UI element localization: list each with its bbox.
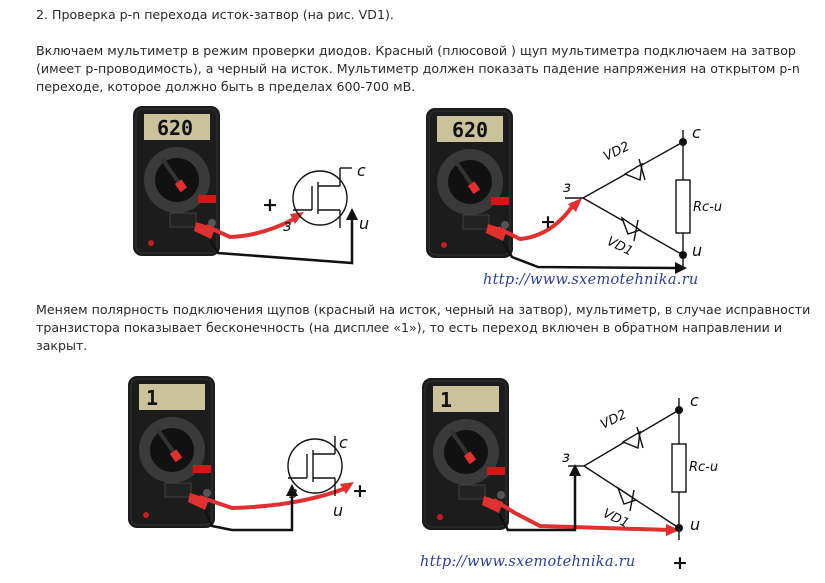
display-reading: 620 xyxy=(452,118,488,142)
plus-sign-3: + xyxy=(352,480,368,502)
lcd-display xyxy=(139,384,205,410)
lcd-display xyxy=(437,116,503,142)
drain-label-1: c xyxy=(357,161,366,180)
multimeter-2: 620 xyxy=(426,108,513,258)
lcd-display xyxy=(144,114,210,140)
section-heading: 2. Проверка p-n перехода исток-затвор (н… xyxy=(36,7,394,22)
equivalent-circuit-2 xyxy=(568,398,680,540)
watermark-1: http://www.sxemotehnika.ru xyxy=(483,272,699,288)
plus-sign-4: + xyxy=(672,552,688,574)
resistor-1 xyxy=(675,179,691,234)
drain-label-3: c xyxy=(339,433,348,452)
diode-vd2-label-2: VD2 xyxy=(598,407,629,432)
resistor-label: Rc-u xyxy=(693,200,722,215)
drain-label-2: c xyxy=(692,123,701,142)
multimeter-1: 620 xyxy=(133,106,220,256)
multimeter-3: 1 xyxy=(128,376,215,528)
black-probe-lead-4 xyxy=(497,474,577,532)
red-probe-lead-4 xyxy=(492,498,671,532)
source-label-3: u xyxy=(333,501,343,520)
source-label-4: u xyxy=(690,515,700,534)
lcd-display xyxy=(433,386,499,412)
plus-sign-2: + xyxy=(540,211,556,233)
black-probe-lead-3 xyxy=(203,494,294,532)
black-probe-lead-2 xyxy=(501,241,678,270)
source-label-2: u xyxy=(692,241,702,260)
drain-label-4: c xyxy=(690,391,699,410)
watermark-2: http://www.sxemotehnika.ru xyxy=(420,554,636,570)
display-reading: 620 xyxy=(157,116,193,140)
multimeter-4: 1 xyxy=(422,378,509,530)
diode-vd1-label: VD1 xyxy=(604,234,635,259)
diode-vd2-label: VD2 xyxy=(601,139,632,164)
paragraph-forward-test: Включаем мультиметр в режим проверки дио… xyxy=(36,43,800,94)
equivalent-circuit-1 xyxy=(565,130,684,268)
display-reading: 1 xyxy=(440,388,452,412)
red-probe-lead-1 xyxy=(205,216,297,240)
display-reading: 1 xyxy=(146,386,158,410)
red-probe-lead-2 xyxy=(497,202,576,242)
transistor-symbol-1 xyxy=(292,167,352,228)
plus-sign-1: + xyxy=(262,194,278,216)
source-label-1: u xyxy=(359,214,369,233)
gate-label-4: з xyxy=(562,448,570,466)
resistor-2 xyxy=(671,443,687,493)
black-probe-lead-1 xyxy=(208,218,354,265)
paragraph-reverse-test: Меняем полярность подключения щупов (кра… xyxy=(36,302,811,353)
resistor-label-2: Rc-u xyxy=(689,460,718,475)
gate-label-1: з xyxy=(283,216,292,235)
transistor-symbol-2 xyxy=(287,436,343,496)
gate-label-2: з xyxy=(563,178,571,196)
figure-forward-test: 620 + c з u 620 xyxy=(133,106,722,288)
gate-label-3: з xyxy=(289,483,298,502)
figure-reverse-test: 1 + c з u 1 xyxy=(128,376,718,574)
